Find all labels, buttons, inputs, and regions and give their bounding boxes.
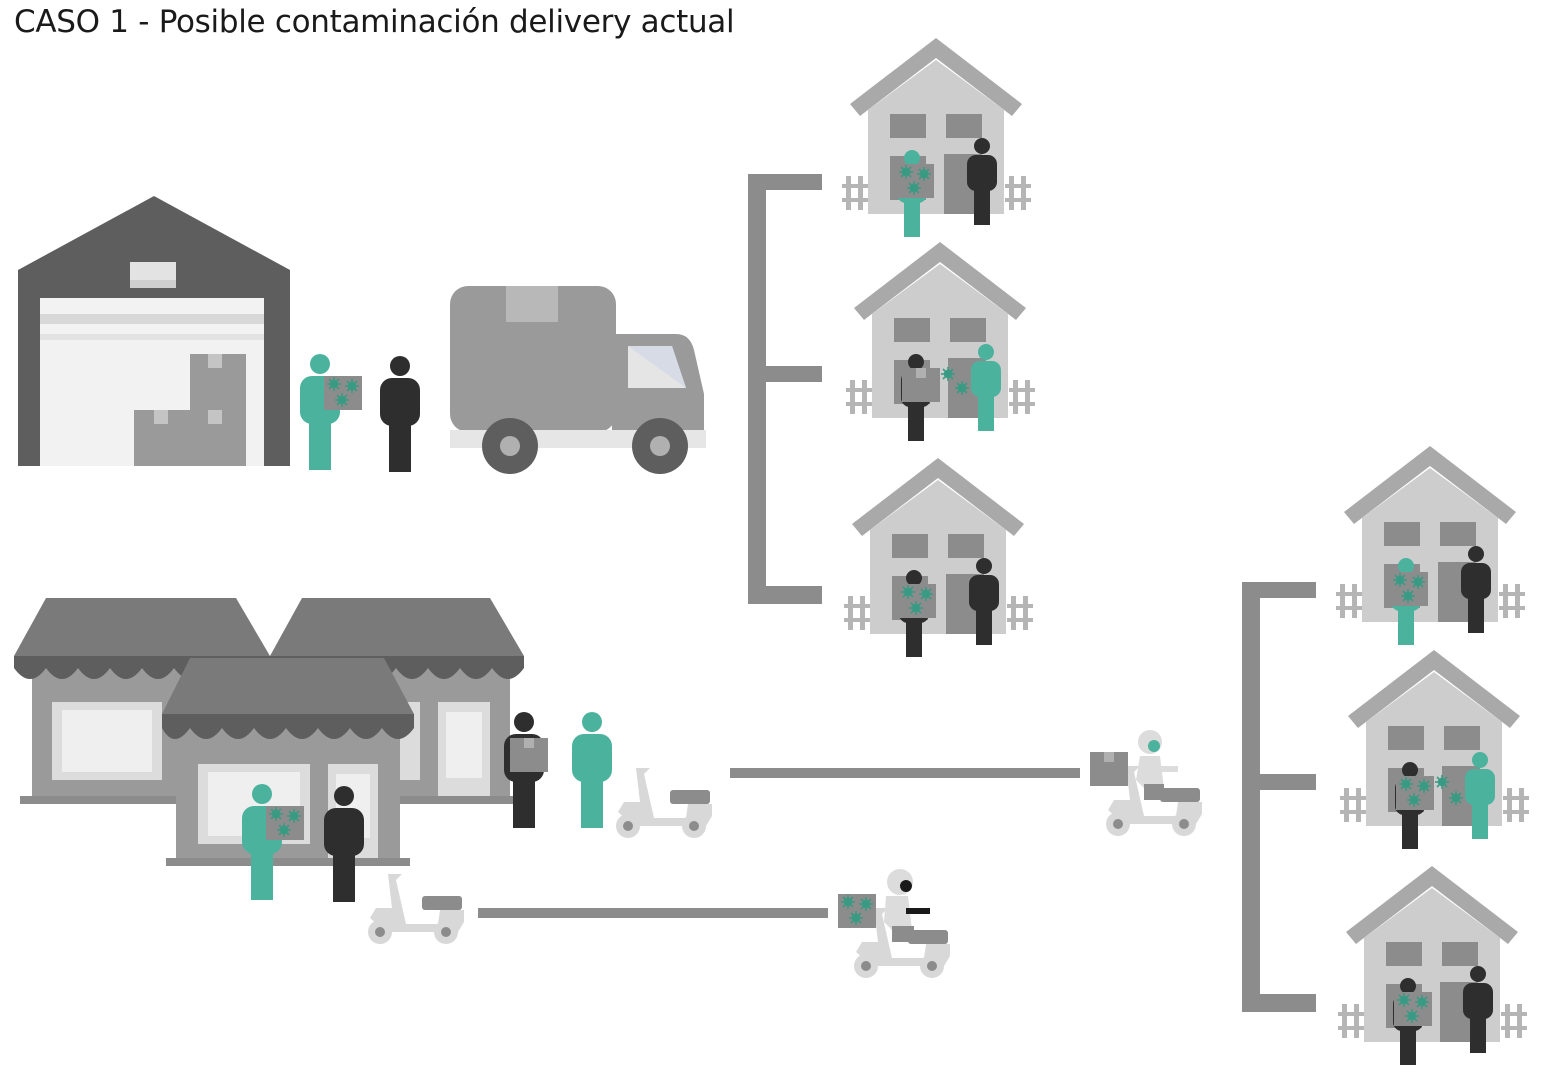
package-icon <box>902 368 940 402</box>
warehouse-worker-infected <box>300 354 340 470</box>
scooter-icon <box>368 874 464 944</box>
courier-on-scooter-icon <box>1090 730 1202 836</box>
house-icon <box>842 38 1031 214</box>
package-virus-icon <box>896 164 934 198</box>
virus-icon <box>954 380 970 396</box>
driver-person <box>380 356 420 472</box>
house-icon <box>844 458 1033 634</box>
package-virus-icon <box>324 376 362 410</box>
courier-on-scooter-icon <box>854 869 950 978</box>
package-virus-icon <box>1390 572 1428 606</box>
package-virus-icon <box>266 806 304 840</box>
storefront-icon <box>14 598 524 866</box>
house-icon <box>1336 446 1525 622</box>
virus-icon <box>1448 790 1464 806</box>
distribution-bracket-1 <box>748 174 822 604</box>
delivery-truck-icon <box>450 286 706 474</box>
warehouse-icon <box>18 196 290 466</box>
scooter-icon <box>616 768 712 838</box>
package-virus-icon <box>1396 776 1434 810</box>
package-virus-icon <box>1394 992 1432 1026</box>
package-icon <box>510 738 548 772</box>
package-virus-icon <box>898 584 936 618</box>
house-icon <box>846 242 1035 418</box>
diagram-title: CASO 1 - Posible contaminación delivery … <box>14 4 735 40</box>
distribution-bracket-2 <box>1242 582 1316 1012</box>
route-line <box>730 768 1080 778</box>
virus-icon <box>940 366 956 382</box>
shop-worker-infected <box>572 712 612 828</box>
house-icon <box>1340 650 1529 826</box>
package-virus-icon <box>838 894 876 928</box>
route-line <box>478 908 828 918</box>
virus-icon <box>1434 774 1450 790</box>
house-icon <box>1338 866 1527 1042</box>
